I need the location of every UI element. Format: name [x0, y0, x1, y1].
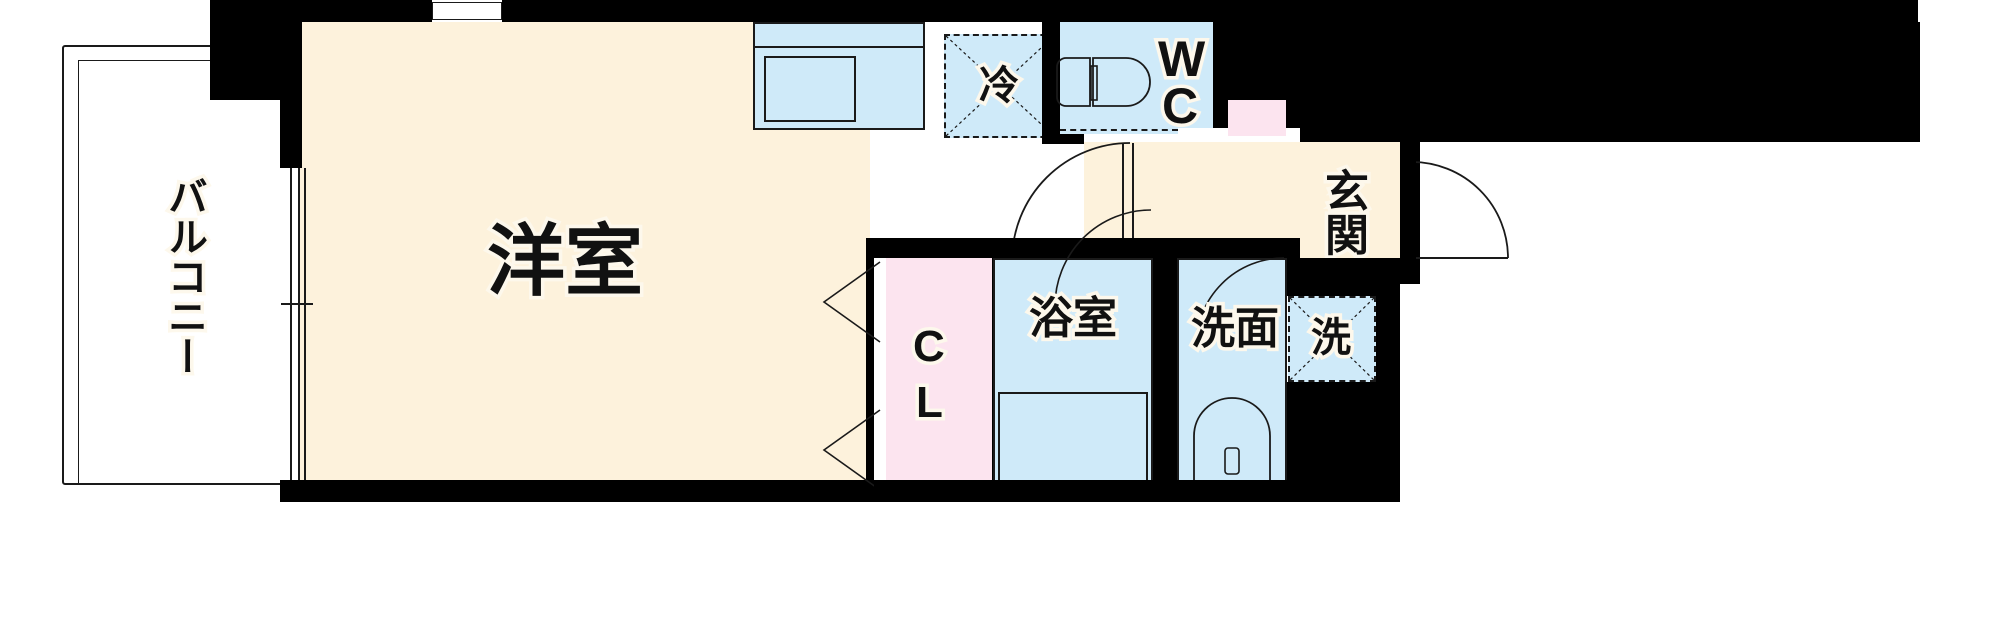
wc-sliding-door[interactable] [1060, 129, 1178, 131]
balcony-window-center-mark [281, 303, 313, 305]
balcony-window-frame-outer[interactable] [290, 168, 292, 486]
refrigerator-space [944, 34, 1056, 138]
kitchen-sink-basin [764, 56, 856, 122]
wall-wet-top [866, 238, 1300, 258]
wall-left-upper [280, 0, 302, 168]
entry-door-panel[interactable] [1404, 160, 1416, 264]
wall-bath-wash-divider [1153, 238, 1177, 502]
kitchen-counter [753, 22, 925, 130]
wall-above-shoecab [1308, 22, 1920, 142]
balcony-railing-inner [78, 60, 302, 485]
main-room-door-leaf-a[interactable] [1122, 143, 1124, 261]
window-top[interactable] [432, 2, 502, 20]
wall-left-lower [280, 480, 302, 502]
wall-wc-left [1042, 22, 1060, 144]
wall-top-far-right [1308, 0, 1918, 22]
balcony-area [62, 45, 302, 485]
wall-wet-right-edge [1376, 258, 1400, 502]
kitchen-backsplash-line [753, 46, 925, 49]
washroom-outline [1177, 258, 1287, 502]
washer-space [1288, 296, 1376, 382]
main-room-door-leaf-b[interactable] [1132, 143, 1134, 261]
closet-floor [886, 258, 992, 502]
wc-room [1058, 22, 1213, 134]
entry-door-arc-icon [1411, 161, 1509, 262]
closet-door-track[interactable] [874, 258, 886, 502]
wall-wet-bottom [874, 480, 1400, 502]
balcony-window-frame-mid[interactable] [298, 168, 300, 486]
wall-bottom-main [300, 480, 875, 502]
balcony-window-frame-inner[interactable] [304, 168, 306, 486]
shoe-cabinet[interactable] [1228, 100, 1286, 136]
kitchen-counter-outline [753, 22, 925, 130]
